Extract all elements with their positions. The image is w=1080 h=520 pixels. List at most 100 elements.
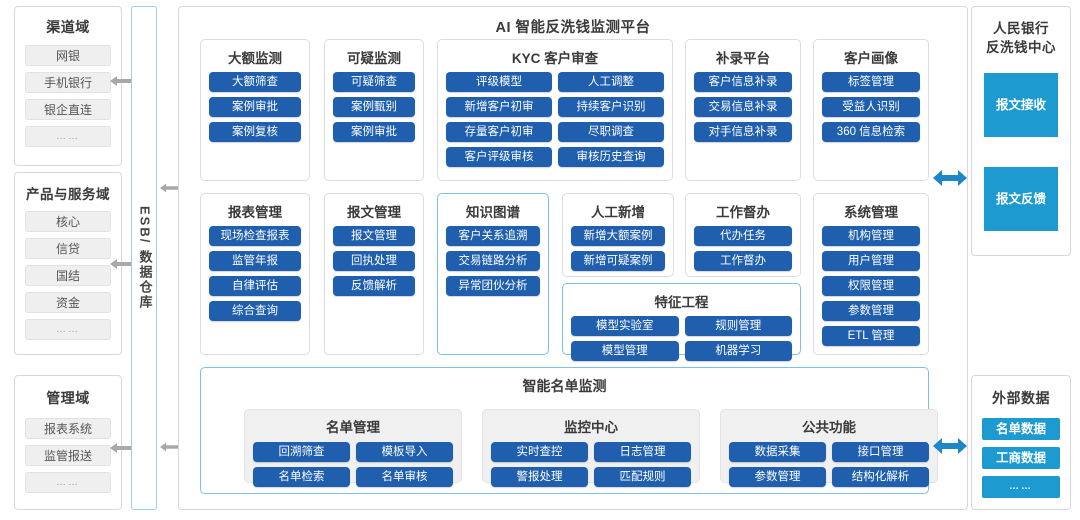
feature-button[interactable]: 权限管理: [822, 276, 920, 296]
list-item[interactable]: 手机银行: [25, 72, 111, 93]
feature-button[interactable]: 标签管理: [822, 72, 920, 92]
feature-button[interactable]: 日志管理: [594, 442, 691, 462]
feature-button[interactable]: 案例复核: [209, 122, 301, 142]
feature-button[interactable]: 名单审核: [356, 467, 453, 487]
card-title: 工作督办: [716, 205, 770, 220]
feature-button[interactable]: 机构管理: [822, 226, 920, 246]
panel-title-product-service-domain: 产品与服务域: [26, 187, 110, 202]
feature-button[interactable]: 机器学习: [684, 341, 792, 361]
feature-button[interactable]: 异常团伙分析: [446, 276, 540, 296]
feature-button[interactable]: 综合查询: [209, 301, 301, 321]
feature-button[interactable]: 对手信息补录: [694, 122, 792, 142]
feature-button[interactable]: 规则管理: [684, 316, 792, 336]
list-item[interactable]: 报表系统: [25, 418, 111, 439]
card-title: 人工新增: [591, 205, 645, 220]
panel-title-pboc-line1: 人民银行: [993, 21, 1049, 36]
feature-button[interactable]: 参数管理: [822, 301, 920, 321]
card-title: 知识图谱: [466, 205, 520, 220]
panel-aml-platform: AI 智能反洗钱监测平台 大额监测 大额筛查 案例审批 案例复核 可疑监测 可疑…: [178, 6, 968, 510]
list-item[interactable]: 监管报送: [25, 445, 111, 466]
feature-button[interactable]: 接口管理: [832, 442, 929, 462]
subcard-title: 名单管理: [326, 420, 380, 435]
card-title: 补录平台: [716, 51, 770, 66]
list-item[interactable]: 国结: [25, 265, 111, 286]
feature-button[interactable]: 监管年报: [209, 251, 301, 271]
pboc-block-message-feedback[interactable]: 报文反馈: [984, 167, 1058, 231]
card-message-management: 报文管理 报文管理 回执处理 反馈解析: [324, 193, 424, 355]
external-data-block[interactable]: 工商数据: [982, 447, 1060, 469]
feature-button[interactable]: 结构化解析: [832, 467, 929, 487]
card-manual-add: 人工新增 新增大额案例 新增可疑案例: [562, 193, 674, 277]
list-item[interactable]: 网银: [25, 45, 111, 66]
feature-button[interactable]: 可疑筛查: [333, 72, 415, 92]
list-item[interactable]: 核心: [25, 211, 111, 232]
feature-button[interactable]: 用户管理: [822, 251, 920, 271]
feature-button[interactable]: 警报处理: [491, 467, 588, 487]
feature-button[interactable]: 现场检查报表: [209, 226, 301, 246]
feature-button[interactable]: 工作督办: [694, 251, 792, 271]
feature-button[interactable]: 实时查控: [491, 442, 588, 462]
feature-button[interactable]: 数据采集: [729, 442, 826, 462]
list-item[interactable]: 信贷: [25, 238, 111, 259]
feature-button[interactable]: 代办任务: [694, 226, 792, 246]
feature-button[interactable]: 审核历史查询: [558, 147, 664, 167]
feature-button[interactable]: 客户评级审核: [446, 147, 552, 167]
feature-button[interactable]: 交易链路分析: [446, 251, 540, 271]
feature-button[interactable]: 交易信息补录: [694, 97, 792, 117]
arrow-esb-to-platform-bottom: [160, 440, 186, 454]
feature-button[interactable]: 匹配规则: [594, 467, 691, 487]
feature-button[interactable]: 新增客户初审: [446, 97, 552, 117]
feature-button[interactable]: 案例审批: [333, 122, 415, 142]
external-data-block-ellipsis: ……: [982, 476, 1060, 498]
list-item-ellipsis: ……: [25, 472, 111, 493]
feature-button[interactable]: 模型实验室: [571, 316, 679, 336]
list-item[interactable]: 资金: [25, 292, 111, 313]
list-item-ellipsis: ……: [25, 319, 111, 340]
list-item[interactable]: 银企直连: [25, 99, 111, 120]
feature-button[interactable]: 客户关系追溯: [446, 226, 540, 246]
card-title: 大额监测: [228, 51, 282, 66]
feature-button[interactable]: 案例审批: [209, 97, 301, 117]
arrow-product-to-esb: [110, 256, 140, 272]
feature-button[interactable]: 人工调整: [558, 72, 664, 92]
subcard-title: 监控中心: [564, 420, 618, 435]
feature-button[interactable]: 回溯筛查: [253, 442, 350, 462]
feature-button[interactable]: 大额筛查: [209, 72, 301, 92]
feature-button[interactable]: 回执处理: [333, 251, 415, 271]
feature-button[interactable]: 存量客户初审: [446, 122, 552, 142]
panel-title-management-domain: 管理域: [46, 390, 90, 406]
subcard-title: 公共功能: [802, 420, 856, 435]
external-data-block[interactable]: 名单数据: [982, 418, 1060, 440]
feature-button[interactable]: 参数管理: [729, 467, 826, 487]
card-title: 特征工程: [654, 295, 709, 310]
feature-button[interactable]: 新增可疑案例: [571, 251, 665, 271]
feature-button[interactable]: 报文管理: [333, 226, 415, 246]
feature-button[interactable]: 模型管理: [571, 341, 679, 361]
panel-title-pboc-line2: 反洗钱中心: [986, 40, 1056, 55]
feature-button[interactable]: 自律评估: [209, 276, 301, 296]
card-smart-list-monitoring: 智能名单监测 名单管理 回溯筛查 模板导入 名单检索 名单审核 监控中心: [200, 367, 938, 494]
card-knowledge-graph: 知识图谱 客户关系追溯 交易链路分析 异常团伙分析: [437, 193, 549, 355]
feature-button[interactable]: 持续客户识别: [558, 97, 664, 117]
feature-button[interactable]: 案例甄别: [333, 97, 415, 117]
feature-button[interactable]: 360 信息检索: [822, 122, 920, 142]
card-title: 客户画像: [844, 51, 898, 66]
feature-button[interactable]: 受益人识别: [822, 97, 920, 117]
esb-data-warehouse-strip: ESB/ 数据仓库: [131, 6, 157, 510]
pboc-block-message-receive[interactable]: 报文接收: [984, 73, 1058, 137]
feature-button[interactable]: 名单检索: [253, 467, 350, 487]
feature-button[interactable]: 新增大额案例: [571, 226, 665, 246]
feature-button[interactable]: 尽职调查: [558, 122, 664, 142]
feature-button[interactable]: 评级模型: [446, 72, 552, 92]
subcard-monitoring-center: 监控中心 实时查控 日志管理 警报处理 匹配规则: [482, 409, 700, 487]
card-title: 可疑监测: [347, 51, 401, 66]
card-title: 报文管理: [347, 205, 401, 220]
card-system-management: 系统管理 机构管理 用户管理 权限管理 参数管理 ETL 管理: [813, 193, 929, 355]
feature-button[interactable]: 客户信息补录: [694, 72, 792, 92]
feature-button[interactable]: 反馈解析: [333, 276, 415, 296]
card-feature-engineering: 特征工程 模型实验室 规则管理 模型管理 机器学习: [562, 283, 801, 361]
feature-button[interactable]: ETL 管理: [822, 326, 920, 346]
feature-button[interactable]: 模板导入: [356, 442, 453, 462]
panel-pboc-aml-center: 人民银行 反洗钱中心 报文接收 报文反馈: [971, 6, 1071, 256]
